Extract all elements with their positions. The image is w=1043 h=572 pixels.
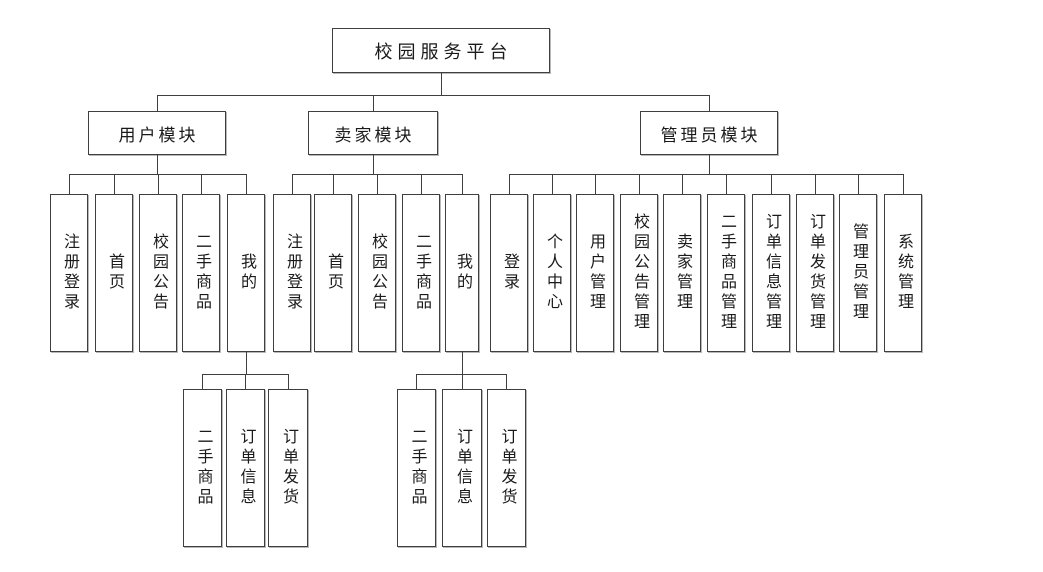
connector-seller-stem [373,155,374,174]
connector-root-bus [157,95,710,96]
connector-line [157,95,158,111]
connector-line [682,174,683,194]
connector-line [69,174,70,194]
connector-line [815,174,816,194]
connector-line [246,174,247,194]
node-admin-seller-management: 卖家管理 [663,194,701,352]
node-user-mine: 我的 [227,194,265,352]
node-user-mine-secondhand-goods: 二手商品 [183,389,222,547]
connector-line [595,174,596,194]
connector-line [858,174,859,194]
connector-line [506,374,507,389]
node-admin-order-info-management: 订单信息管理 [752,194,790,352]
connector-line [373,95,374,111]
node-admin-login: 登录 [490,194,528,352]
connector-line [509,174,510,194]
connector-line [333,174,334,194]
connector-line [552,174,553,194]
node-seller-register-login: 注册登录 [273,194,311,352]
connector-line [245,374,246,389]
connector-seller-mine-stem [462,352,463,374]
node-user-secondhand-goods: 二手商品 [182,194,220,352]
connector-line [416,374,417,389]
node-admin-module: 管理员模块 [640,111,778,155]
node-user-campus-announcement: 校园公告 [139,194,177,352]
node-seller-mine-order-shipping: 订单发货 [487,389,526,547]
connector-line [202,374,203,389]
connector-line [462,374,463,389]
connector-line [292,174,293,194]
connector-admin-bus [509,174,904,175]
node-seller-module: 卖家模块 [308,111,438,155]
node-user-home: 首页 [95,194,133,352]
node-user-module: 用户模块 [88,111,226,155]
connector-line [462,174,463,194]
node-admin-user-management: 用户管理 [576,194,614,352]
connector-user-mine-stem [246,352,247,374]
node-user-mine-order-shipping: 订单发货 [268,389,308,547]
connector-line [114,174,115,194]
connector-line [709,95,710,111]
node-user-register-login: 注册登录 [50,194,88,352]
connector-root-stem [441,73,442,95]
connector-line [158,174,159,194]
node-admin-order-shipping-management: 订单发货管理 [796,194,834,352]
node-seller-mine-secondhand-goods: 二手商品 [397,389,436,547]
node-seller-home: 首页 [314,194,352,352]
node-seller-mine: 我的 [445,194,479,352]
node-user-mine-order-info: 订单信息 [226,389,265,547]
connector-line [288,374,289,389]
node-seller-mine-order-info: 订单信息 [442,389,482,547]
node-seller-secondhand-goods: 二手商品 [402,194,440,352]
connector-line [421,174,422,194]
node-seller-campus-announcement: 校园公告 [358,194,396,352]
node-admin-campus-announcement-management: 校园公告管理 [620,194,658,352]
connector-line [726,174,727,194]
connector-line [771,174,772,194]
node-admin-personal-center: 个人中心 [533,194,571,352]
connector-admin-stem [709,155,710,174]
node-admin-secondhand-goods-management: 二手商品管理 [707,194,745,352]
connector-seller-mine-bus [416,374,507,375]
connector-line [201,174,202,194]
connector-line [639,174,640,194]
connector-line [903,174,904,194]
node-admin-system-management: 系统管理 [884,194,922,352]
connector-user-stem [157,155,158,174]
node-campus-service-platform: 校园服务平台 [332,28,550,73]
connector-line [377,174,378,194]
node-admin-administrator-management: 管理员管理 [839,194,877,352]
